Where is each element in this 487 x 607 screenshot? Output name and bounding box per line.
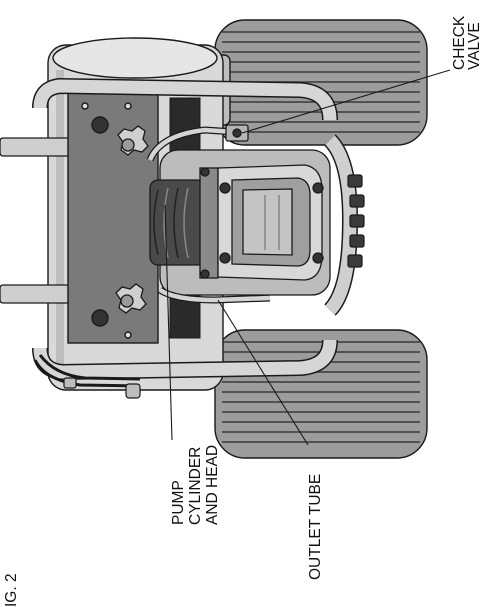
pump-line-1: PUMP — [170, 480, 187, 525]
pump-tubing — [146, 126, 271, 304]
outlet-tube-text: OUTLET TUBE — [307, 474, 324, 580]
pump-assembly — [149, 149, 331, 296]
check-valve-leader — [241, 69, 451, 134]
check-valve-line-2: VALVE — [466, 22, 483, 70]
pump-line-2: CYLINDER — [187, 447, 204, 525]
pump-leader — [164, 204, 173, 441]
check-valve-fitting — [225, 124, 249, 142]
check-valve-line-1: CHECK — [451, 15, 468, 70]
outlet-tube-leader — [217, 299, 309, 446]
figure-number: IG. 2 — [3, 573, 20, 607]
foot-bolts — [63, 377, 141, 399]
pump-line-3: AND HEAD — [204, 445, 221, 525]
hoses — [33, 354, 141, 388]
outlet-tube-label: OUTLET TUBE — [307, 474, 324, 580]
figure-label: IG. 2 — [3, 573, 20, 607]
pump-label: PUMP CYLINDER AND HEAD — [170, 445, 221, 525]
check-valve-label: CHECK VALVE — [451, 15, 483, 70]
adjustment-knobs — [115, 125, 149, 314]
leader-lines — [164, 69, 451, 446]
rear-tire — [204, 19, 428, 146]
handle-stubs — [0, 137, 73, 304]
side-rail — [323, 134, 359, 316]
axle-bolts — [347, 174, 365, 268]
